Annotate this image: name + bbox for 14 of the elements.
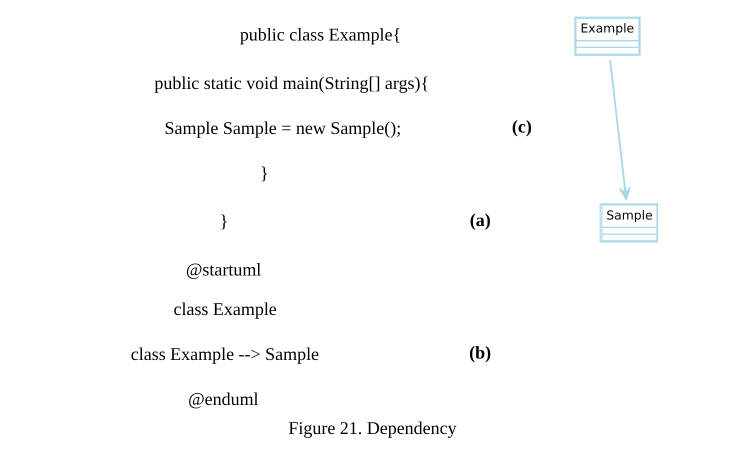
- label: class Example: [173, 298, 276, 319]
- label: (a): [469, 210, 490, 230]
- label: }: [219, 211, 228, 232]
- caption: Figure 21. Dependency: [288, 418, 456, 438]
- label: @enduml: [188, 388, 258, 409]
- label: public class Example{: [239, 24, 401, 45]
- label: (c): [511, 116, 532, 137]
- label: Sample Sample = new Sample();: [164, 118, 401, 138]
- label: (b): [468, 342, 491, 363]
- label: @startuml: [185, 259, 261, 280]
- label: }: [260, 162, 268, 183]
- arrow: [608, 60, 630, 200]
- label: class Example --> Sample: [130, 344, 319, 364]
- label: public static void main(String[] args){: [154, 72, 429, 93]
